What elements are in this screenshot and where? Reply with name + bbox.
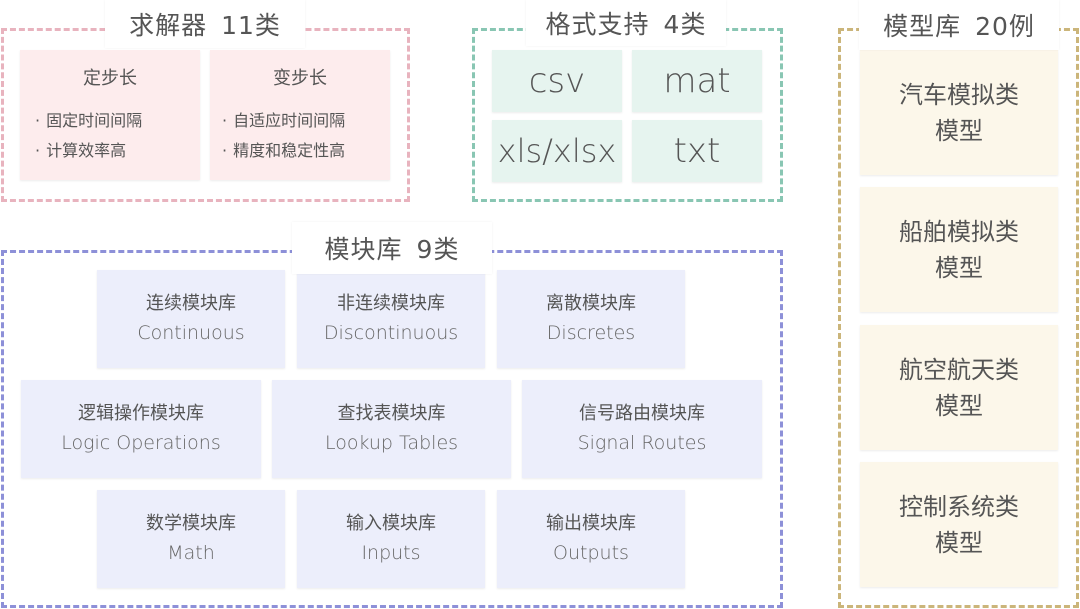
module-item-outputs: 输出模块库 Outputs bbox=[497, 490, 685, 588]
module-item-logic-operations: 逻辑操作模块库 Logic Operations bbox=[21, 380, 261, 478]
format-item-mat: mat bbox=[632, 50, 762, 112]
solver-feature: ·计算效率高 bbox=[35, 141, 127, 160]
format-item-xls: xls/xlsx bbox=[492, 120, 622, 182]
solver-feature: ·固定时间间隔 bbox=[35, 111, 143, 130]
model-item-control-systems: 控制系统类 模型 bbox=[860, 462, 1058, 587]
solver-feature: ·自适应时间间隔 bbox=[222, 111, 346, 130]
solver-card-variable-step: 变步长 ·自适应时间间隔 ·精度和稳定性高 bbox=[210, 50, 390, 180]
module-item-inputs: 输入模块库 Inputs bbox=[297, 490, 485, 588]
module-item-lookup-tables: 查找表模块库 Lookup Tables bbox=[272, 380, 511, 478]
solver-card-fixed-step: 定步长 ·固定时间间隔 ·计算效率高 bbox=[20, 50, 200, 180]
module-item-signal-routes: 信号路由模块库 Signal Routes bbox=[522, 380, 762, 478]
solver-card-heading: 变步长 bbox=[273, 68, 327, 89]
module-item-discontinuous: 非连续模块库 Discontinuous bbox=[297, 270, 485, 368]
module-item-discretes: 离散模块库 Discretes bbox=[497, 270, 685, 368]
model-item-aerospace: 航空航天类 模型 bbox=[860, 325, 1058, 450]
solver-feature: ·精度和稳定性高 bbox=[222, 141, 346, 160]
module-item-math: 数学模块库 Math bbox=[97, 490, 285, 588]
model-item-marine: 船舶模拟类 模型 bbox=[860, 187, 1058, 312]
model-item-automotive: 汽车模拟类 模型 bbox=[860, 50, 1058, 175]
format-item-csv: csv bbox=[492, 50, 622, 112]
module-item-continuous: 连续模块库 Continuous bbox=[97, 270, 285, 368]
solver-card-heading: 定步长 bbox=[83, 68, 137, 89]
format-item-txt: txt bbox=[632, 120, 762, 182]
